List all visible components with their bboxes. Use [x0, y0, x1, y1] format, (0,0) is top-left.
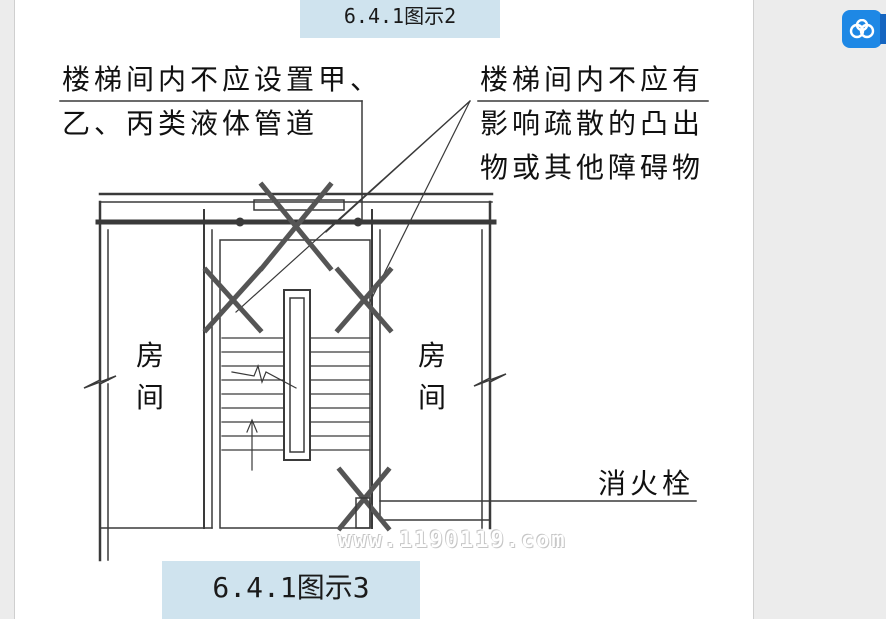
cloud-link-icon — [849, 19, 875, 39]
float-action-button[interactable] — [842, 10, 882, 48]
room-label-left-2: 间 — [136, 381, 169, 414]
float-button-edge — [880, 14, 886, 44]
stair-shaft — [219, 239, 371, 529]
stair-well-outer — [283, 289, 311, 461]
label-no-obstacles-line1: 楼梯间内不应有 — [480, 63, 705, 96]
label-no-obstacles-line2: 影响疏散的凸出 — [480, 107, 705, 140]
watermark-text: www.1190119.com — [338, 528, 567, 553]
caption-figure-2: 6.4.1图示2 — [300, 0, 500, 38]
label-hydrant: 消火栓 — [598, 467, 695, 500]
pipe-node-right — [353, 217, 363, 227]
stair-treads-right — [309, 337, 371, 451]
label-no-pipes-line2: 乙、丙类液体管道 — [62, 107, 319, 140]
room-label-left-1: 房 — [136, 339, 169, 372]
room-label-right-1: 房 — [418, 339, 451, 372]
pipe-node-left — [235, 217, 245, 227]
leader-line-obstacles-2 — [235, 100, 471, 313]
label-no-obstacles-line3: 物或其他障碍物 — [480, 151, 705, 184]
stair-door — [253, 199, 345, 211]
stair-treads-left — [221, 337, 285, 451]
stair-well-inner — [289, 297, 305, 453]
page-sheet — [14, 0, 754, 619]
caption-figure-3: 6.4.1图示3 — [162, 561, 420, 619]
label-no-pipes-line1: 楼梯间内不应设置甲、 — [62, 63, 383, 96]
cross-marks — [202, 181, 394, 532]
stair-break-symbol — [231, 364, 297, 389]
fire-hydrant-box — [355, 497, 371, 529]
leader-line-obstacles-3 — [367, 100, 471, 307]
room-label-right-2: 间 — [418, 381, 451, 414]
